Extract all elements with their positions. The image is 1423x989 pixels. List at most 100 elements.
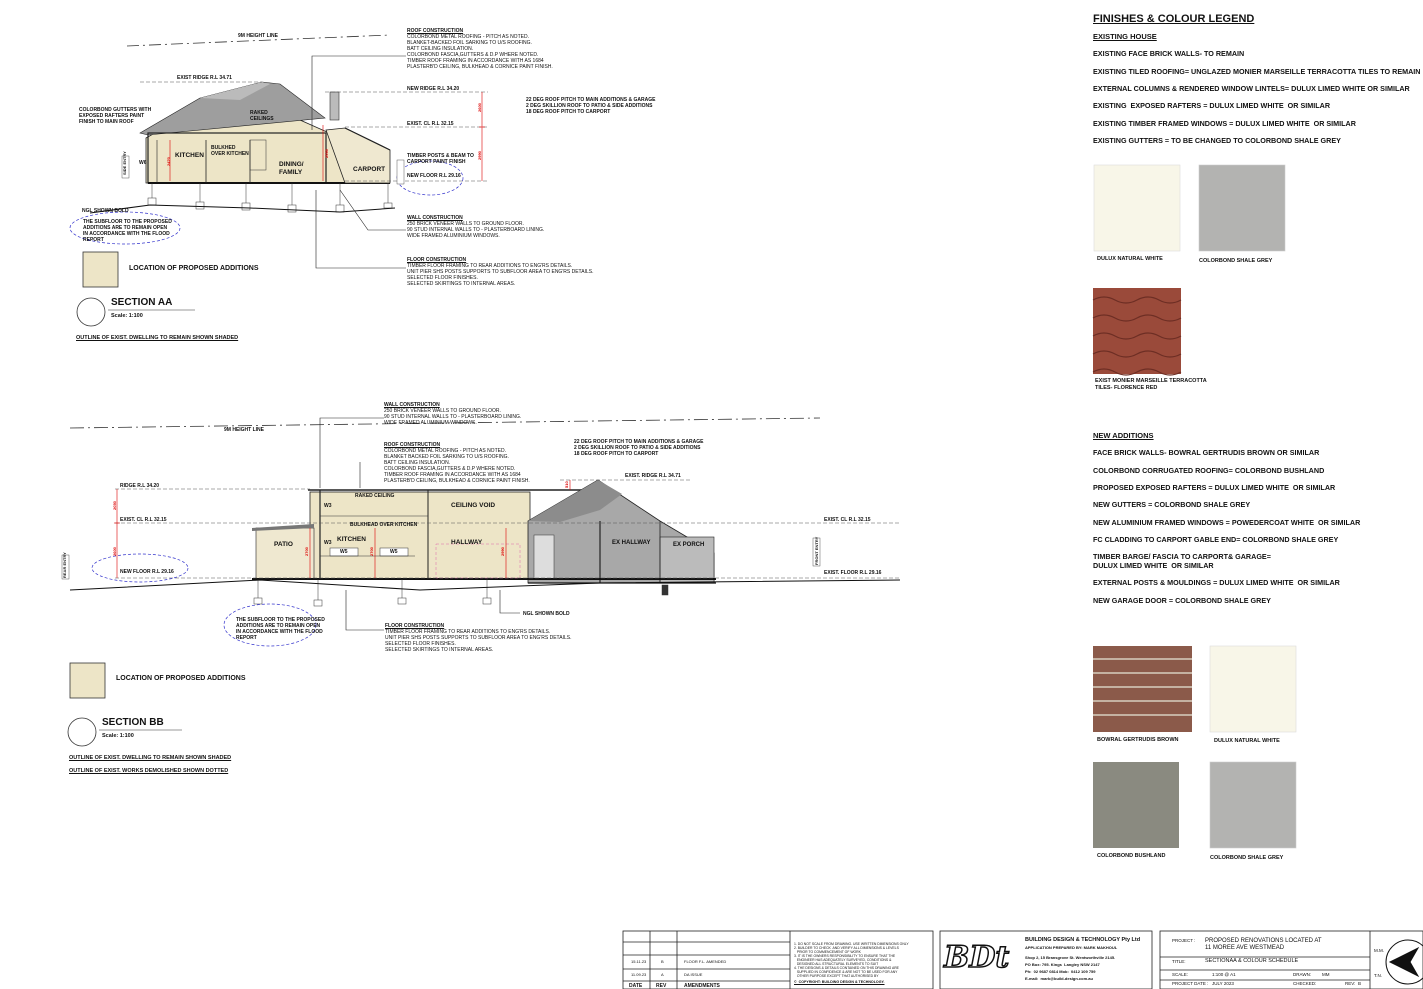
scale-label: SCALE:: [1172, 972, 1189, 977]
new-floor-label-bb: NEW FLOOR R.L 29.16: [120, 569, 174, 575]
rear-entry-bb: REAR ENTRY: [62, 552, 67, 578]
legend-new-item: NEW GARAGE DOOR = COLORBOND SHALE GREY: [1093, 596, 1271, 605]
rev-row-amend: FLOOR F.L. AMENDED: [684, 959, 727, 964]
north-arrow: [1385, 939, 1423, 985]
wall-construction-body-bb: 250 BRICK VENEER WALLS TO GROUND FLOOR. …: [384, 408, 522, 426]
exist-cl-right-bb: EXIST. CL R.L 32.15: [824, 517, 871, 523]
section-scale-aa: Scale: 1:100: [111, 313, 143, 319]
dim-2600-bb: 2600: [112, 547, 117, 556]
legend-new-item: TIMBER BARGE/ FASCIA TO CARPORT& GARAGE=…: [1093, 552, 1271, 570]
legend-new-item: NEW GUTTERS = COLORBOND SHALE GREY: [1093, 500, 1251, 509]
rev-row-amend: DA ISSUE: [684, 972, 703, 977]
bulkhead-aa: BULKHED OVER KITCHEN: [211, 145, 249, 157]
ngl-label-bb: NGL SHOWN BOLD: [523, 611, 570, 617]
company-logo: BDt: [943, 940, 1010, 975]
legend-new-heading: NEW ADDITIONS: [1093, 431, 1154, 440]
subfloor-note-aa: THE SUBFLOOR TO THE PROPOSED ADDITIONS A…: [83, 219, 172, 243]
legend-new-item: FACE BRICK WALLS- BOWRAL GERTRUDIS BROWN…: [1093, 448, 1320, 457]
rev-value: B: [1358, 981, 1362, 986]
project-label: PROJECT :: [1172, 938, 1196, 943]
scale-value: 1:100 @ A1: [1212, 972, 1236, 977]
room-patio-bb: PATIO: [274, 541, 293, 548]
section-scale-bb: Scale: 1:100: [102, 733, 134, 739]
exist-floor-label-bb: EXIST. FLOOR R.L 29.16: [824, 570, 882, 576]
room-hallway-bb: HALLWAY: [451, 539, 483, 546]
legend-existing-heading: EXISTING HOUSE: [1093, 32, 1157, 41]
checked-label: CHECKED:: [1293, 981, 1317, 986]
swatch-label-dulux-white-2: DULUX NATURAL WHITE: [1214, 738, 1280, 744]
dim-2700b-bb: 2700: [369, 547, 374, 556]
swatch-terracotta: [1093, 288, 1181, 374]
rev-row-date: 11.09.23: [631, 972, 647, 977]
exist-cl-left-bb: EXIST. CL R.L 32.15: [120, 517, 167, 523]
swatch-label-brick: BOWRAL GERTRUDIS BROWN: [1097, 737, 1179, 743]
window-tag-w6: W6: [139, 160, 147, 166]
legend-existing-item: EXISTING TIMBER FRAMED WINDOWS = DULUX L…: [1093, 119, 1356, 128]
carport-aa: [325, 127, 391, 184]
north-tn-label: T.N.: [1374, 973, 1383, 978]
exist-ridge-label-bb: EXIST. RIDGE R.L 34.71: [625, 473, 681, 479]
exist-cl-label-aa: EXIST. CL R.L 32.15: [407, 121, 454, 127]
swatch-label-shale-grey-1: COLORBOND SHALE GREY: [1199, 258, 1273, 264]
swatch-dulux-white-1: [1093, 164, 1181, 252]
dim-2050-bb: 2050: [112, 501, 117, 510]
company-po: PO Box: 795. Kings Langley NSW 2147: [1025, 962, 1100, 967]
rev-row-rev: A: [661, 972, 664, 977]
room-ceiling-void-bb: CEILING VOID: [451, 502, 496, 509]
height-line-label-bb: 9M HEIGHT LINE: [224, 427, 265, 433]
title-block-frames: [622, 930, 1423, 989]
room-ex-hallway-bb: EX HALLWAY: [612, 540, 651, 546]
raked-ceilings-aa: RAKED CEILINGS: [250, 110, 274, 122]
front-entry-bb: FRONT ENTRY: [814, 536, 819, 565]
legend-swatches: [1092, 164, 1297, 849]
company-email: E-mail: mark@build-design.com.au: [1025, 976, 1093, 981]
dim-2700a-bb: 2700: [304, 547, 309, 556]
dim-2990-aa-right: 2990: [477, 151, 482, 160]
swatch-shale-grey-1: [1198, 164, 1286, 252]
dim-2600-aa: 2600: [477, 103, 482, 112]
room-kitchen-bb: KITCHEN: [337, 536, 366, 543]
window-tag-w5a: W5: [340, 549, 348, 555]
rev-row-date: 15.11.23: [631, 959, 647, 964]
company-phone: Ph: 02 9687 0814 Mob: 0412 109 759: [1025, 969, 1096, 974]
roof-construction-title-aa: ROOF CONSTRUCTION: [407, 28, 464, 34]
location-label-aa: LOCATION OF PROPOSED ADDITIONS: [129, 265, 259, 272]
legend-new-item: NEW ALUMINIUM FRAMED WINDOWS = POWEDERCO…: [1093, 518, 1361, 527]
project-date-label: PROJECT DATE :: [1172, 981, 1209, 986]
legend-existing-item: EXISTING GUTTERS = TO BE CHANGED TO COLO…: [1093, 136, 1341, 145]
dim-510-bb: 510: [564, 481, 569, 488]
copyright-note: © COPYRIGHT: BUILDING DESIGN & TECHNOLOG…: [794, 980, 885, 984]
swatch-label-bushland: COLORBOND BUSHLAND: [1097, 853, 1166, 859]
rev-header-amend: AMENDMENTS: [684, 983, 720, 989]
pitch-note-bb: 22 DEG ROOF PITCH TO MAIN ADDITIONS & GA…: [574, 439, 704, 457]
swatch-label-terracotta: EXIST MONIER MARSEILLE TERRACOTTA TILES-…: [1095, 378, 1207, 391]
legend-new-item: PROPOSED EXPOSED RAFTERS = DULUX LIMED W…: [1093, 483, 1336, 492]
roof-construction-title-bb: ROOF CONSTRUCTION: [384, 442, 441, 448]
swatch-label-shale-grey-2: COLORBOND SHALE GREY: [1210, 855, 1284, 861]
location-swatch-bb: [69, 662, 106, 699]
legend-new-item: FC CLADDING TO CARPORT GABLE END= COLORB…: [1093, 535, 1339, 544]
section-title-aa: SECTION AA: [111, 297, 173, 308]
section-bubble-bb: [67, 717, 97, 747]
wall-construction-title-bb: WALL CONSTRUCTION: [384, 402, 440, 408]
window-tag-w3b: W3: [324, 540, 332, 546]
swatch-bushland: [1093, 762, 1179, 848]
rev-label: REV:: [1345, 981, 1356, 986]
ridge-label-bb: RIDGE R.L 34.20: [120, 483, 160, 489]
bulkhead-bb: BULKHEAD OVER KITCHEN: [350, 522, 418, 528]
company-address: Shop 2, 15 Bransgrove St. Wentworthville…: [1025, 955, 1116, 960]
dim-2990-aa-mid: 2990: [324, 149, 329, 158]
new-floor-label-aa: NEW FLOOR R.L 29.16: [407, 173, 461, 179]
legend-existing-item: EXISTING FACE BRICK WALLS- TO REMAIN: [1093, 49, 1245, 58]
dim-2990-bb: 2990: [500, 547, 505, 556]
section-bubble-aa: [76, 297, 106, 327]
wall-construction-body-aa: 250 BRICK VENEER WALLS TO GROUND FLOOR. …: [407, 221, 545, 239]
drawing-notes: 1. DO NOT SCALE FROM DRAWING. USE WRITTE…: [794, 942, 909, 978]
section-title-bb: SECTION BB: [102, 717, 164, 728]
location-label-bb: LOCATION OF PROPOSED ADDITIONS: [116, 675, 246, 682]
height-line-label-aa: 9M HEIGHT LINE: [238, 33, 279, 39]
swatch-shale-grey-2: [1209, 761, 1297, 849]
subfloor-note-bb: THE SUBFLOOR TO THE PROPOSED ADDITIONS A…: [236, 617, 325, 641]
project-value: PROPOSED RENOVATIONS LOCATED AT 11 MOREE…: [1205, 938, 1322, 951]
